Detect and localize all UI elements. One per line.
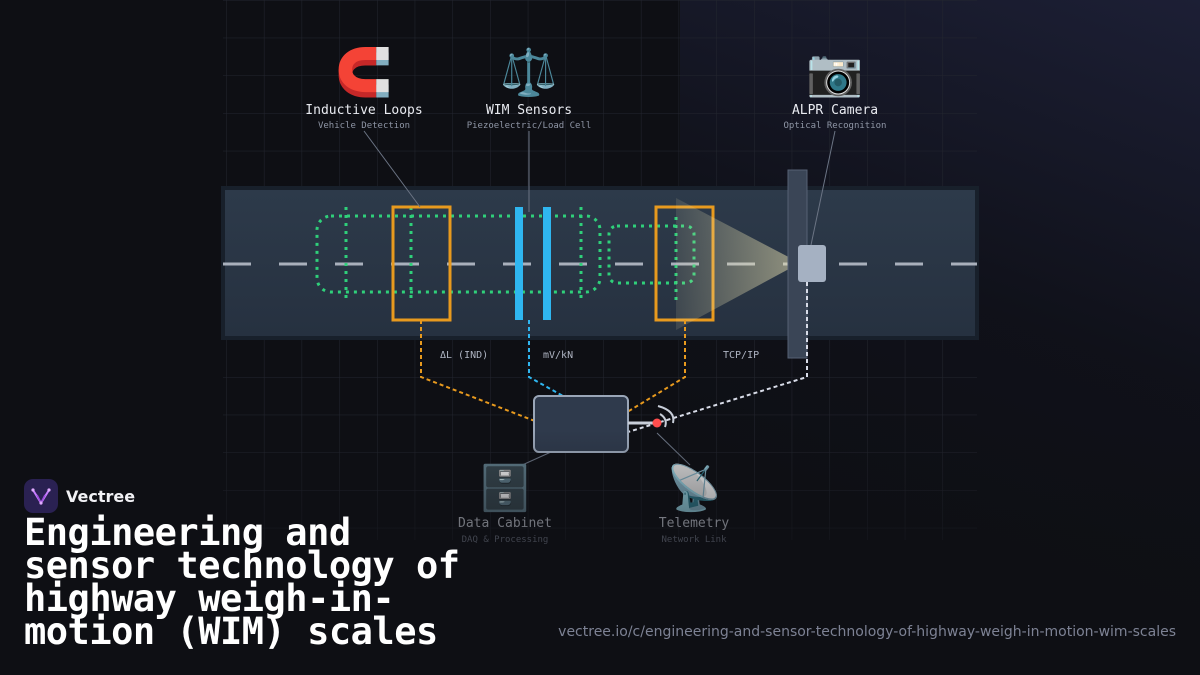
wim-signal-label: mV/kN — [543, 350, 573, 361]
loops-leader-line — [363, 130, 421, 208]
brand-name: Vectree — [66, 486, 136, 506]
camera-icon: 📷 — [806, 45, 863, 99]
loop-signal-path — [420, 320, 541, 424]
car-outline — [607, 224, 696, 285]
brand[interactable]: Vectree — [24, 479, 135, 513]
loops-subtitle: Vehicle Detection — [318, 121, 410, 131]
vectree-logo-icon — [24, 479, 58, 513]
camera-signal-label: TCP/IP — [723, 350, 759, 361]
camera-title: ALPR Camera — [792, 103, 878, 118]
camera-field-of-view — [676, 198, 800, 330]
cabinet-icon: 🗄️ — [478, 463, 533, 514]
wim-sensor-strip-2 — [543, 207, 551, 320]
alpr-camera-unit — [798, 245, 826, 282]
wim-sensor-strip-1 — [515, 207, 523, 320]
telemetry-title: Telemetry — [659, 516, 730, 531]
loop-signal-path-2 — [608, 320, 686, 424]
page-title: Engineering and sensor technology of hig… — [24, 511, 460, 653]
wim-subtitle: Piezoelectric/Load Cell — [467, 121, 592, 131]
wim-signal-path — [528, 320, 564, 397]
antenna-wave-outer — [657, 405, 675, 424]
page-url[interactable]: vectree.io/c/engineering-and-sensor-tech… — [558, 624, 1176, 640]
camera-leader-line — [810, 130, 836, 246]
wim-title: WIM Sensors — [486, 103, 572, 118]
loop-signal-label: ΔL (IND) — [440, 350, 488, 361]
camera-subtitle: Optical Recognition — [784, 121, 887, 131]
loops-icon: 🧲 — [335, 45, 392, 99]
telemetry-subtitle: Network Link — [661, 535, 727, 545]
camera-signal-path — [627, 282, 808, 433]
telemetry-icon: 📡 — [667, 460, 722, 514]
antenna-led — [652, 418, 662, 428]
truck-outline — [315, 214, 602, 294]
wim-icon: ⚖️ — [500, 45, 557, 99]
loops-title: Inductive Loops — [305, 103, 422, 118]
data-cabinet-box — [533, 395, 629, 453]
antenna-wave-inner — [659, 413, 667, 428]
